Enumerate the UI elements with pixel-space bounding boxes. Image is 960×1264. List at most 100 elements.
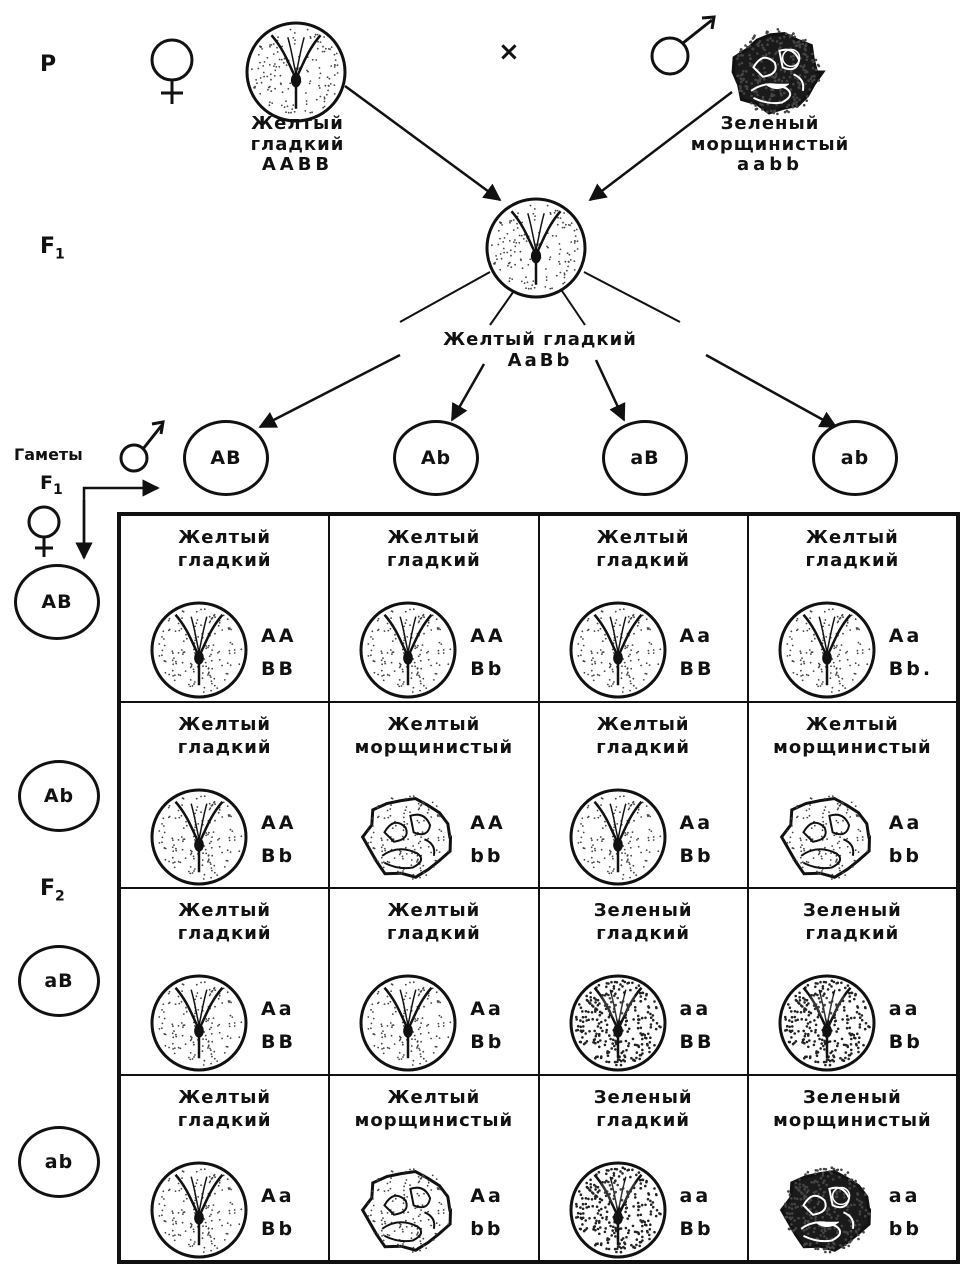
genotype-line: aa [679, 1184, 712, 1207]
cell-phenotype-line: Зеленый [803, 1086, 902, 1108]
parent-male-label: Зеленый морщинистый aabb [690, 113, 850, 176]
genotype-line: Bb. [888, 658, 934, 681]
cell-phenotype-line: Зеленый [803, 900, 902, 921]
cell-phenotype-line: морщинистый [773, 736, 932, 758]
cell-phenotype-line: морщинистый [773, 1109, 932, 1131]
genotype-line: AA [470, 811, 506, 834]
genotype-line: bb [888, 844, 922, 867]
seed-green-smooth-icon [569, 1161, 666, 1258]
genotype-line: Aa [888, 811, 923, 834]
genotype-line: AA [261, 625, 297, 647]
male-gamete-1: AB [183, 420, 269, 496]
cell-phenotype-line: Желтый [178, 1086, 271, 1108]
female-gamete-4: ab [18, 1126, 100, 1198]
female-gamete-2: Ab [18, 760, 100, 832]
cell-phenotype-line: гладкий [805, 550, 900, 572]
generation-f1-label: F1 [40, 234, 65, 263]
seed-yellow-smooth-icon [150, 601, 248, 699]
cell-phenotype-line: морщинистый [354, 1109, 514, 1131]
genotype-line: BB [261, 1031, 296, 1054]
cell-genotype: AA bb [470, 807, 505, 874]
cell-phenotype-line: Желтый [178, 713, 271, 735]
genotype-line: Bb [679, 1217, 714, 1240]
genotype-line: Aa [679, 811, 714, 834]
cell-phenotype-line: морщинистый [354, 736, 514, 758]
f1-line-1 [399, 271, 491, 323]
cell-phenotype-line: гладкий [387, 923, 481, 945]
seed-yellow-smooth-icon [778, 601, 876, 699]
cell-phenotype-line: гладкий [177, 1109, 272, 1131]
cell-phenotype-line: Желтый [806, 713, 899, 735]
seed-yellow-smooth-icon [150, 1161, 248, 1258]
seed-yellow-smooth-icon [150, 974, 248, 1072]
genotype-line: Aa [679, 625, 714, 647]
arrow-to-gamete-ab-3 [594, 359, 626, 422]
genotype-line: Bb [470, 1031, 505, 1054]
cell-phenotype-line: Желтый [387, 713, 481, 735]
seed-green-smooth-icon [778, 974, 876, 1072]
genotype-line: aa [679, 998, 712, 1020]
genotype-line: Bb [261, 844, 296, 867]
seed-green-smooth-icon [569, 974, 666, 1072]
cell-phenotype-line: гладкий [177, 923, 272, 945]
female-gamete-3: aB [18, 945, 100, 1017]
f1-label: Желтый гладкий AaBb [443, 329, 637, 371]
cell-genotype: aa bb [889, 1180, 922, 1247]
genotype-line: Bb [679, 844, 714, 867]
genotype-line: Aa [261, 1184, 295, 1207]
genotype-line: aa [888, 1184, 921, 1207]
f1-line-4 [583, 271, 681, 323]
cell-phenotype-line: Зеленый [593, 1086, 693, 1108]
genotype-line: AA [261, 811, 297, 834]
gametes-f1-label: F1 [40, 472, 63, 498]
genotype-line: AA [470, 625, 506, 647]
seed-yellow-wrinkled-icon [779, 794, 871, 880]
genotype-line: Bb [888, 1031, 923, 1054]
genotype-line: BB [679, 658, 715, 681]
genotype-line: bb [470, 1217, 504, 1240]
genotype-line: BB [679, 1031, 715, 1054]
f1-line-2 [489, 287, 517, 326]
cell-phenotype-line: Желтый [178, 900, 271, 921]
cell-phenotype-line: гладкий [596, 550, 690, 572]
female-gamete-1: AB [14, 564, 100, 640]
generation-f2-label: F2 [40, 876, 65, 905]
seed-yellow-smooth-icon [150, 788, 248, 885]
arrow-to-gamete-ab-2 [450, 363, 486, 422]
cell-phenotype-line: гладкий [387, 550, 481, 572]
generation-p-label: P [40, 52, 57, 77]
arrow-female-to-f1 [344, 84, 502, 202]
male-gamete-4: ab [812, 420, 898, 496]
genotype-line: bb [888, 1217, 922, 1240]
seed-green-wrinkled-icon [779, 1165, 871, 1253]
genotype-line: Bb [261, 1217, 296, 1240]
arrow-to-gamete-ab-1 [258, 353, 401, 429]
parent-female-label: Желтый гладкий AABB [250, 113, 345, 176]
cell-phenotype-line: гладкий [596, 736, 690, 758]
f1-seed [485, 197, 587, 299]
genotype-line: bb [470, 844, 504, 867]
cell-phenotype-line: гладкий [596, 1109, 690, 1131]
